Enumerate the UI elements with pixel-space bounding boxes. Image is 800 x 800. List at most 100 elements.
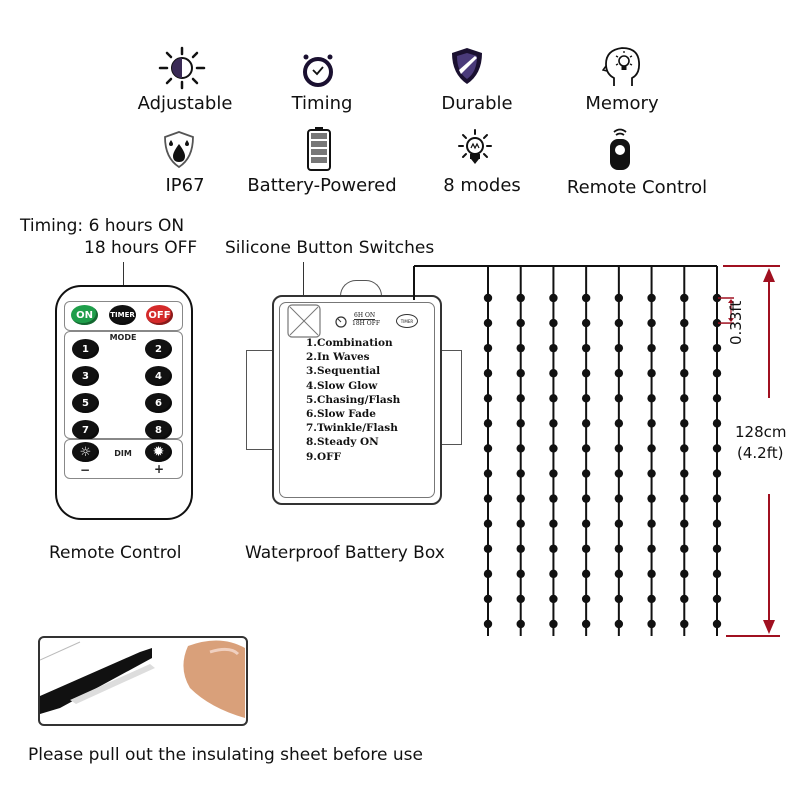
- led-bulb: [549, 594, 558, 604]
- led-bulb: [680, 369, 689, 378]
- battery-box-caption: Waterproof Battery Box: [245, 543, 445, 563]
- led-bulb: [680, 469, 689, 478]
- led-bulb: [647, 544, 656, 553]
- remote-mode-7-button[interactable]: 7: [72, 420, 99, 440]
- led-bulb: [614, 343, 624, 353]
- mode-item: 6.Slow Fade: [306, 408, 376, 421]
- led-bulb: [549, 519, 558, 528]
- mode-item: 8.Steady ON: [306, 436, 379, 449]
- led-bulb: [712, 293, 722, 303]
- battery-box: 6H ON 18H OFF TIMER: [272, 295, 442, 505]
- timing-note-line1: Timing: 6 hours ON: [20, 216, 185, 236]
- stopwatch-icon: [303, 54, 333, 87]
- led-bulb: [516, 394, 525, 403]
- sun-large-icon: ✹: [152, 444, 165, 460]
- mode-item: 3.Sequential: [306, 365, 381, 378]
- feature-label-memory: Memory: [585, 93, 659, 114]
- height-ft-label: (4.2ft): [737, 444, 784, 462]
- remote-on-button[interactable]: ON: [71, 305, 98, 325]
- remote-mode-5-button[interactable]: 5: [72, 393, 99, 413]
- led-bulb: [614, 569, 624, 579]
- led-bulb: [647, 369, 656, 378]
- led-bulb: [581, 444, 591, 453]
- led-bulb: [581, 369, 591, 378]
- waterproof-shield-icon: [164, 131, 194, 169]
- insulating-sheet-photo: [38, 636, 248, 726]
- battery-icon: [307, 127, 331, 171]
- silicone-switch-icon: [287, 304, 321, 338]
- remote-off-button[interactable]: OFF: [146, 305, 173, 325]
- led-bulb: [680, 419, 689, 428]
- led-bulb: [581, 343, 591, 353]
- led-bulb: [483, 519, 493, 528]
- led-bulb: [581, 293, 591, 303]
- remote-dim-up-button[interactable]: ✹: [145, 442, 172, 462]
- led-bulb: [647, 444, 656, 453]
- led-bulb: [549, 318, 558, 328]
- led-bulb: [680, 318, 689, 328]
- led-bulb: [614, 369, 624, 378]
- box-timer-button[interactable]: TIMER: [396, 314, 418, 328]
- remote-mode-2-button[interactable]: 2: [145, 339, 172, 359]
- led-bulb: [483, 369, 493, 378]
- led-bulb: [549, 369, 558, 378]
- remote-mode-3-button[interactable]: 3: [72, 366, 99, 386]
- remote-mode-label: MODE: [109, 333, 137, 342]
- led-bulb: [647, 519, 656, 528]
- height-arrow-down-head: [763, 620, 775, 634]
- remote-caption: Remote Control: [49, 543, 182, 563]
- remote-mode-8-button[interactable]: 8: [145, 420, 172, 440]
- remote-signal-icon: [610, 128, 630, 170]
- led-bulb: [516, 293, 525, 303]
- led-bulb: [483, 343, 493, 353]
- led-bulb: [483, 619, 493, 629]
- led-bulb: [581, 318, 591, 328]
- led-bulb: [516, 369, 525, 378]
- remote-timer-button[interactable]: TIMER: [109, 305, 136, 325]
- led-bulb: [614, 544, 624, 553]
- spacing-arrow-down-head: [728, 318, 734, 323]
- led-bulb: [712, 419, 722, 428]
- led-bulb: [680, 293, 689, 303]
- led-bulb: [712, 619, 722, 629]
- timing-note-line2: 18 hours OFF: [84, 238, 198, 258]
- led-bulb: [614, 519, 624, 528]
- led-bulb: [680, 569, 689, 579]
- feature-label-durable: Durable: [441, 93, 513, 114]
- led-bulb: [549, 444, 558, 453]
- led-bulb: [680, 343, 689, 353]
- led-bulb: [483, 444, 493, 453]
- led-bulb: [712, 394, 722, 403]
- led-bulb: [614, 594, 624, 604]
- remote-plus-label: +: [153, 462, 165, 476]
- remote-mode-1-button[interactable]: 1: [72, 339, 99, 359]
- remote-mode-4-button[interactable]: 4: [145, 366, 172, 386]
- led-bulb: [516, 544, 525, 553]
- led-bulb: [483, 419, 493, 428]
- led-bulb: [680, 519, 689, 528]
- led-bulb: [516, 419, 525, 428]
- remote-dim-panel: [64, 439, 183, 479]
- led-bulb: [483, 544, 493, 553]
- switch-note: Silicone Button Switches: [225, 238, 435, 258]
- led-bulb: [647, 343, 656, 353]
- led-bulb: [516, 494, 525, 503]
- feature-label-timing: Timing: [291, 93, 353, 114]
- led-bulb: [516, 569, 525, 579]
- led-bulb: [712, 569, 722, 579]
- feature-label-ip67: IP67: [165, 175, 205, 196]
- led-bulb: [516, 444, 525, 453]
- remote-control: ON TIMER OFF MODE 1 2 3 4 5 6 7 8 ☼ ✹ DI…: [55, 285, 193, 520]
- mode-item: 1.Combination: [306, 337, 393, 349]
- remote-minus-label: −: [79, 463, 91, 477]
- feature-label-battery: Battery-Powered: [247, 175, 397, 196]
- led-bulb: [516, 619, 525, 629]
- led-bulb: [647, 494, 656, 503]
- led-bulb: [712, 519, 722, 528]
- remote-dim-down-button[interactable]: ☼: [72, 442, 99, 462]
- remote-mode-6-button[interactable]: 6: [145, 393, 172, 413]
- led-bulb: [581, 419, 591, 428]
- led-bulb: [549, 544, 558, 553]
- head-lightbulb-icon: [602, 47, 641, 86]
